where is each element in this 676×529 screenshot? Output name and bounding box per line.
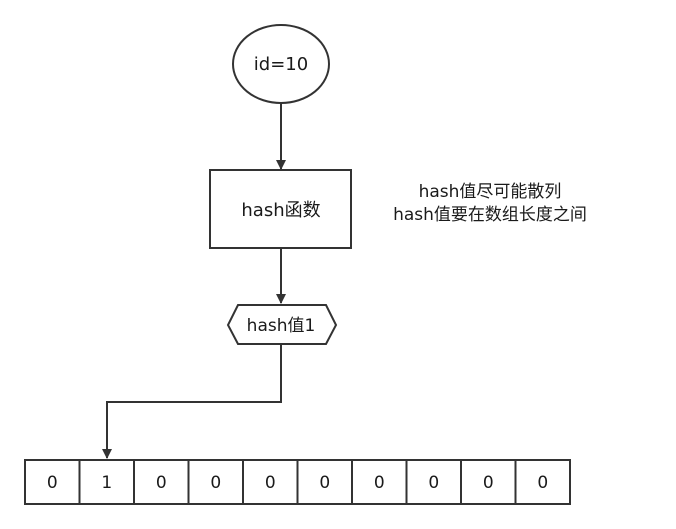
array-cell-value: 1 [101, 473, 112, 493]
array-cell: 0 [514, 459, 571, 505]
array-cell-value: 0 [428, 473, 439, 493]
array-cell-value: 0 [483, 473, 494, 493]
array-cell-box [133, 459, 190, 505]
array-cell: 0 [296, 459, 353, 505]
array-cell-box [24, 459, 81, 505]
note-line-1: hash值尽可能散列 [418, 182, 562, 202]
notes: hash值尽可能散列 hash值要在数组长度之间 [370, 181, 610, 227]
array-cell-box [187, 459, 244, 505]
array-cell: 0 [24, 459, 81, 505]
array-cell-value: 0 [537, 473, 548, 493]
array-cell: 0 [187, 459, 244, 505]
array-cell-value: 0 [47, 473, 58, 493]
array-cell-box [514, 459, 571, 505]
array-cell: 0 [242, 459, 299, 505]
array-cell-value: 0 [265, 473, 276, 493]
array-cell: 0 [133, 459, 190, 505]
array-cell-box [78, 459, 135, 505]
array-cell-value: 0 [210, 473, 221, 493]
array-cell: 0 [460, 459, 517, 505]
note-line-2: hash值要在数组长度之间 [393, 205, 587, 225]
array-cell: 0 [351, 459, 408, 505]
array-cell-box [351, 459, 408, 505]
array-cell: 1 [78, 459, 135, 505]
array-cell-value: 0 [156, 473, 167, 493]
array-cell-box [460, 459, 517, 505]
input-node: id=10 [232, 24, 330, 104]
input-node-label: id=10 [254, 54, 308, 75]
array-cell-value: 0 [319, 473, 330, 493]
output-node: hash值1 [226, 304, 338, 345]
function-node: hash函数 [209, 169, 352, 249]
array-cell: 0 [405, 459, 462, 505]
function-node-label: hash函数 [241, 200, 320, 221]
output-node-label: hash值1 [247, 316, 316, 336]
array-cell-value: 0 [374, 473, 385, 493]
array-cell-box [242, 459, 299, 505]
array-cell-box [296, 459, 353, 505]
arrow-output-to-array [102, 344, 282, 459]
array: 0 1 0 0 0 0 0 0 0 0 [24, 459, 571, 505]
